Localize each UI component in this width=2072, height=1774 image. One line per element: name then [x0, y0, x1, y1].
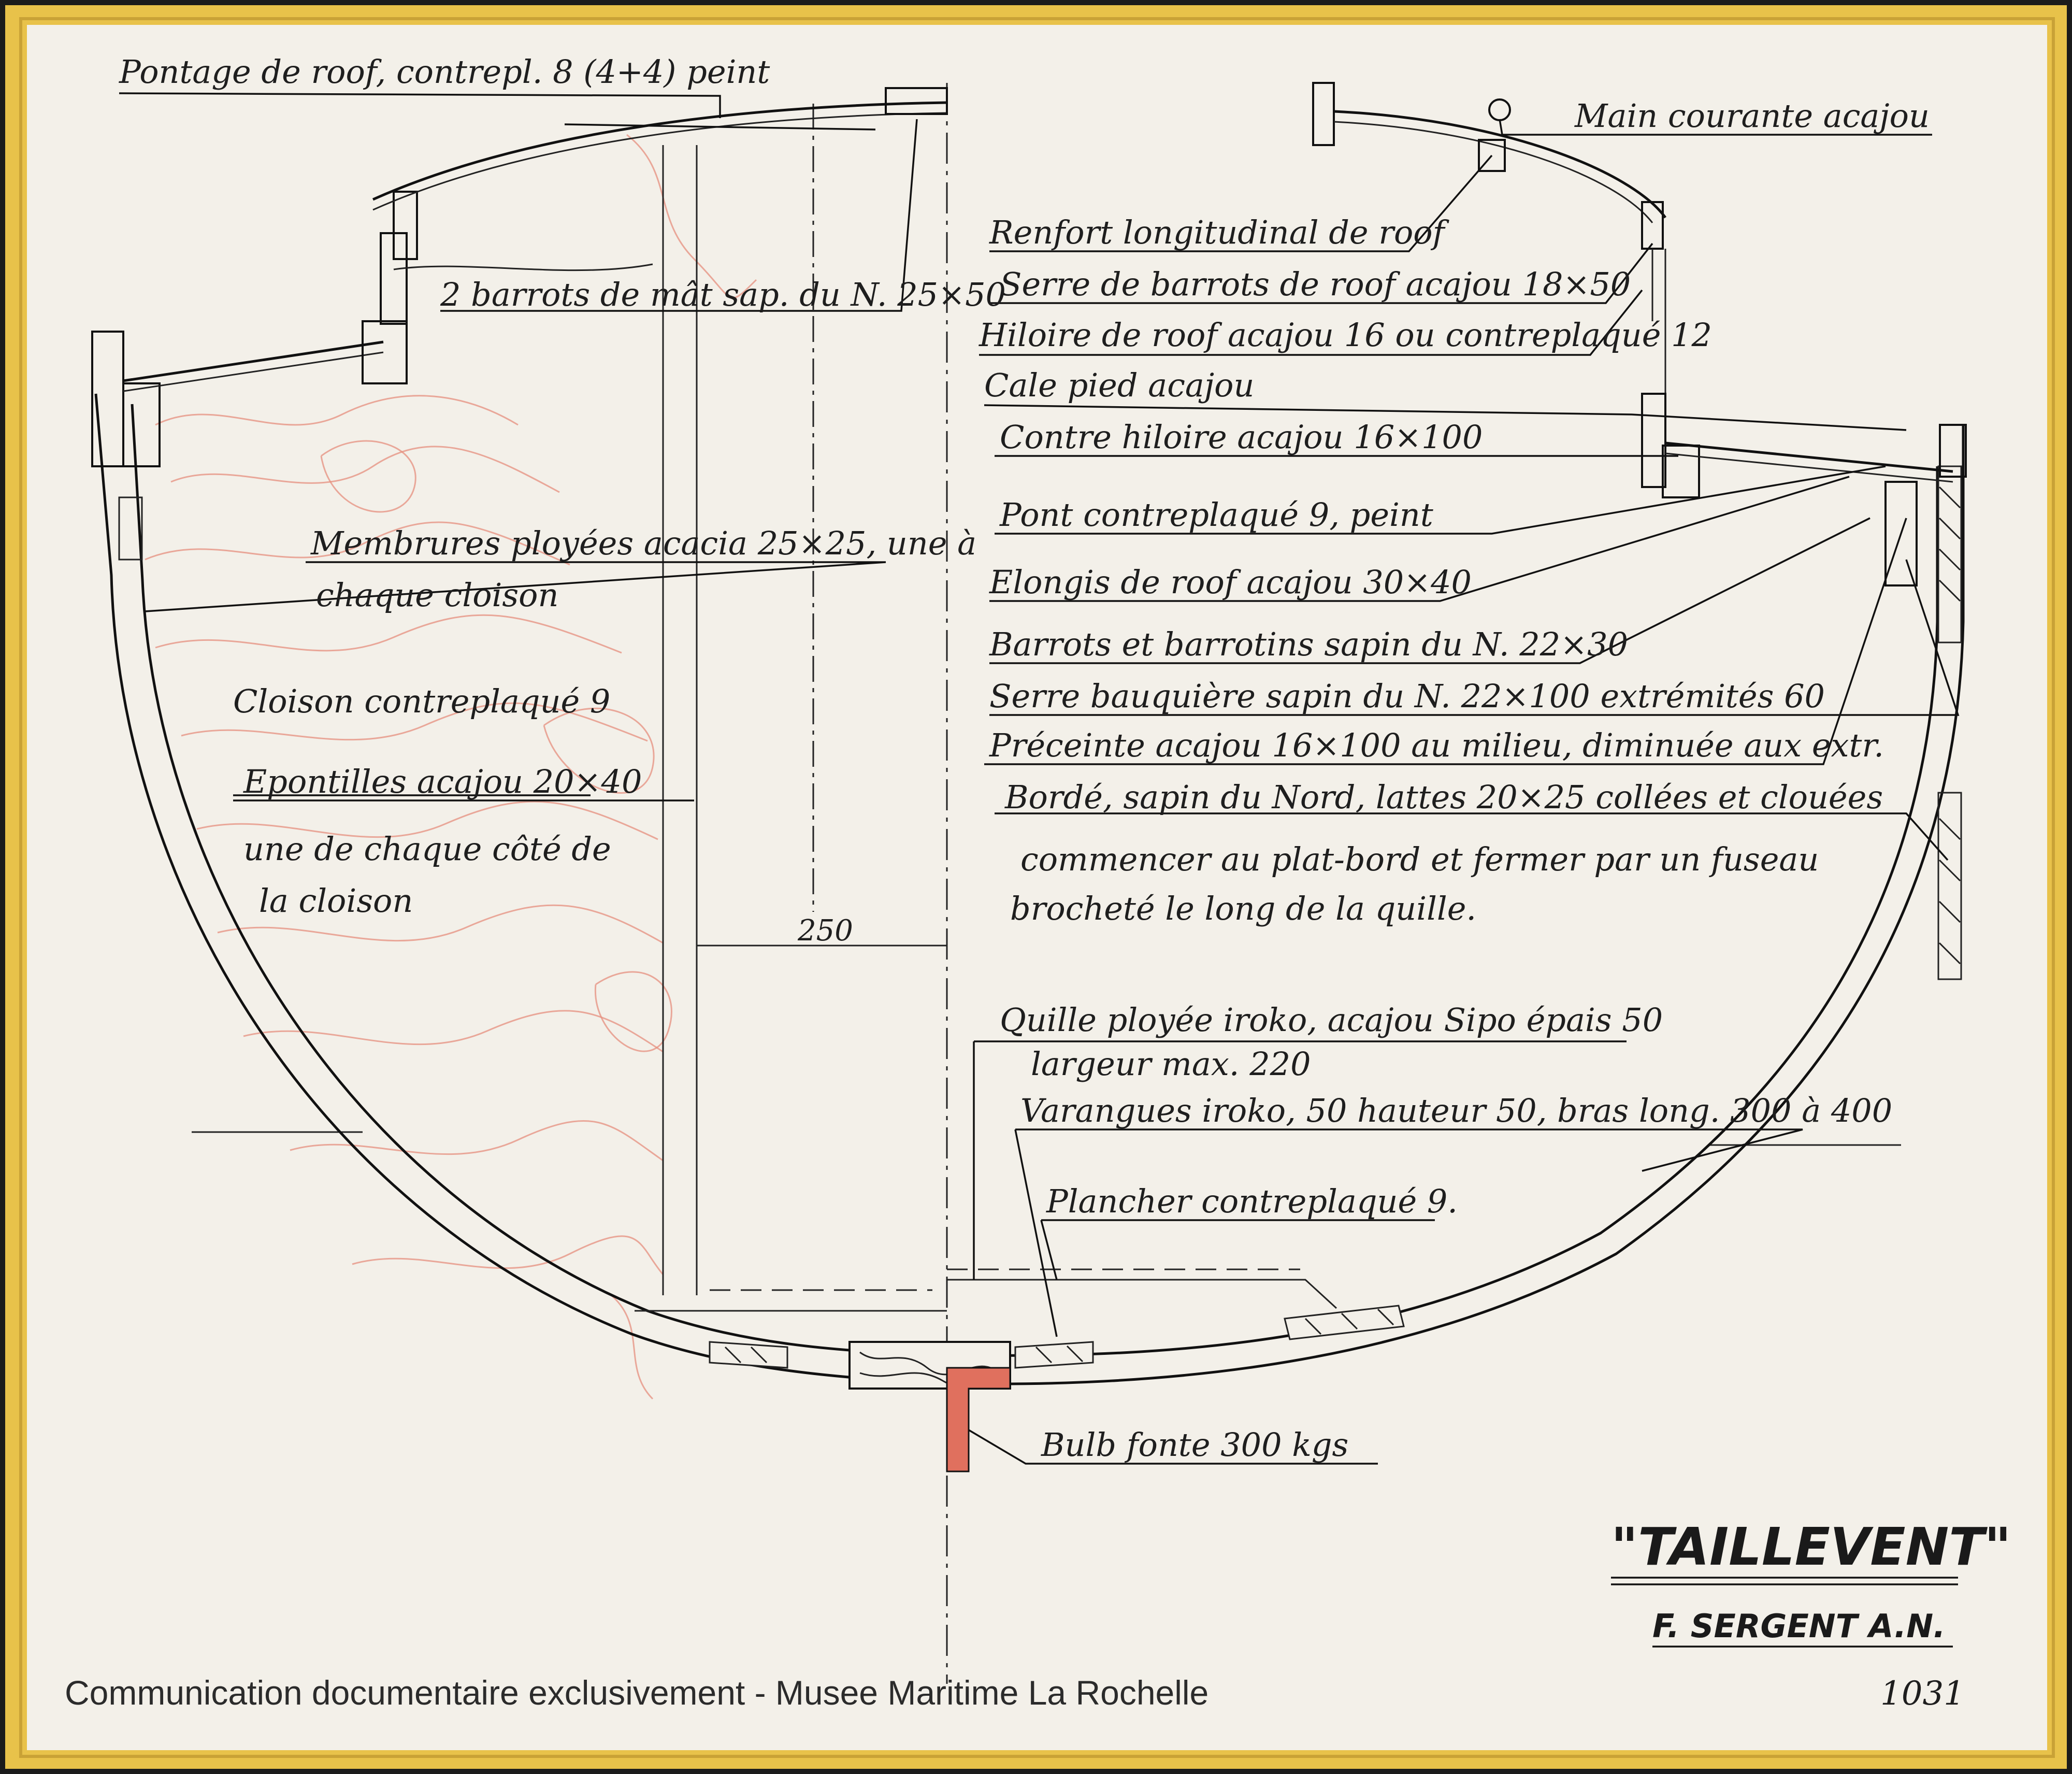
label-serre-barrots: Serre de barrots de roof acajou 18×50	[1000, 265, 1631, 303]
label-epontilles-line1: Epontilles acajou 20×40	[243, 763, 642, 800]
right-deck-structure	[1312, 82, 1967, 586]
label-borde-line3: brocheté le long de la quille.	[1010, 890, 1476, 927]
label-epontilles-line3: la cloison	[259, 882, 413, 920]
hull-planking-right	[947, 466, 1939, 1357]
paper-sheet	[27, 25, 2047, 1750]
label-barrots-barrotins: Barrots et barrotins sapin du N. 22×30	[989, 625, 1628, 663]
label-membrures-line2: chaque cloison	[316, 576, 558, 614]
label-membrures-line1: Membrures ployées acacia 25×25, une à	[310, 524, 976, 562]
label-contre-hiloire: Contre hiloire acajou 16×100	[1000, 418, 1483, 456]
label-plancher: Plancher contreplaqué 9.	[1046, 1182, 1458, 1220]
label-bulb: Bulb fonte 300 kgs	[1041, 1426, 1348, 1464]
dimension-250	[696, 933, 948, 958]
label-quille-line1: Quille ployée iroko, acajou Sipo épais 5…	[1000, 1001, 1663, 1039]
hull-planking-left	[131, 404, 948, 1356]
hull-outline-right	[947, 425, 1965, 1385]
label-main-courante: Main courante acajou	[1574, 97, 1930, 135]
archive-watermark: Communication documentaire exclusivement…	[65, 1673, 1208, 1712]
label-serre-bauquiere: Serre bauquière sapin du N. 22×100 extré…	[989, 677, 1825, 715]
drawing-number: 1031	[1880, 1675, 1965, 1713]
label-quille-line2: largeur max. 220	[1031, 1045, 1311, 1083]
label-borde-line1: Bordé, sapin du Nord, lattes 20×25 collé…	[1004, 778, 1883, 816]
stanchions	[662, 104, 814, 1295]
designer-name: F. SERGENT A.N.	[1652, 1607, 1946, 1645]
leader-lines	[119, 92, 1960, 1648]
label-cale-pied: Cale pied acajou	[984, 366, 1254, 404]
bottom-planking	[709, 1305, 1405, 1369]
label-barrots-mat: 2 barrots de mât sap. du N. 25×50	[440, 276, 1006, 313]
drawing-title: "TAILLEVENT"	[1611, 1517, 2011, 1577]
bulkhead-wood-grain	[145, 134, 757, 1400]
label-pont: Pont contreplaqué 9, peint	[999, 496, 1433, 534]
label-hiloire: Hiloire de roof acajou 16 ou contreplaqu…	[979, 316, 1712, 354]
label-dimension-250: 250	[797, 914, 853, 948]
cabin-floor	[635, 1268, 1337, 1312]
label-borde-line2: commencer au plat-bord et fermer par un …	[1020, 840, 1819, 878]
label-preceinte: Préceinte acajou 16×100 au milieu, dimin…	[989, 726, 1884, 764]
left-deck-structure	[91, 87, 948, 467]
label-cloison: Cloison contreplaqué 9	[233, 682, 610, 720]
hull-outline-left	[94, 393, 948, 1385]
mount-inner-edge	[19, 17, 2055, 1758]
label-varangues: Varangues iroko, 50 hauteur 50, bras lon…	[1020, 1092, 1892, 1129]
ballast-bulb	[946, 1367, 1011, 1472]
planking-hatching	[118, 465, 1962, 980]
label-pontage: Pontage de roof, contrepl. 8 (4+4) peint	[119, 53, 770, 91]
label-elongis: Elongis de roof acajou 30×40	[989, 563, 1472, 601]
label-epontilles-line2: une de chaque côté de	[243, 830, 611, 868]
label-renfort: Renfort longitudinal de roof	[989, 213, 1450, 251]
